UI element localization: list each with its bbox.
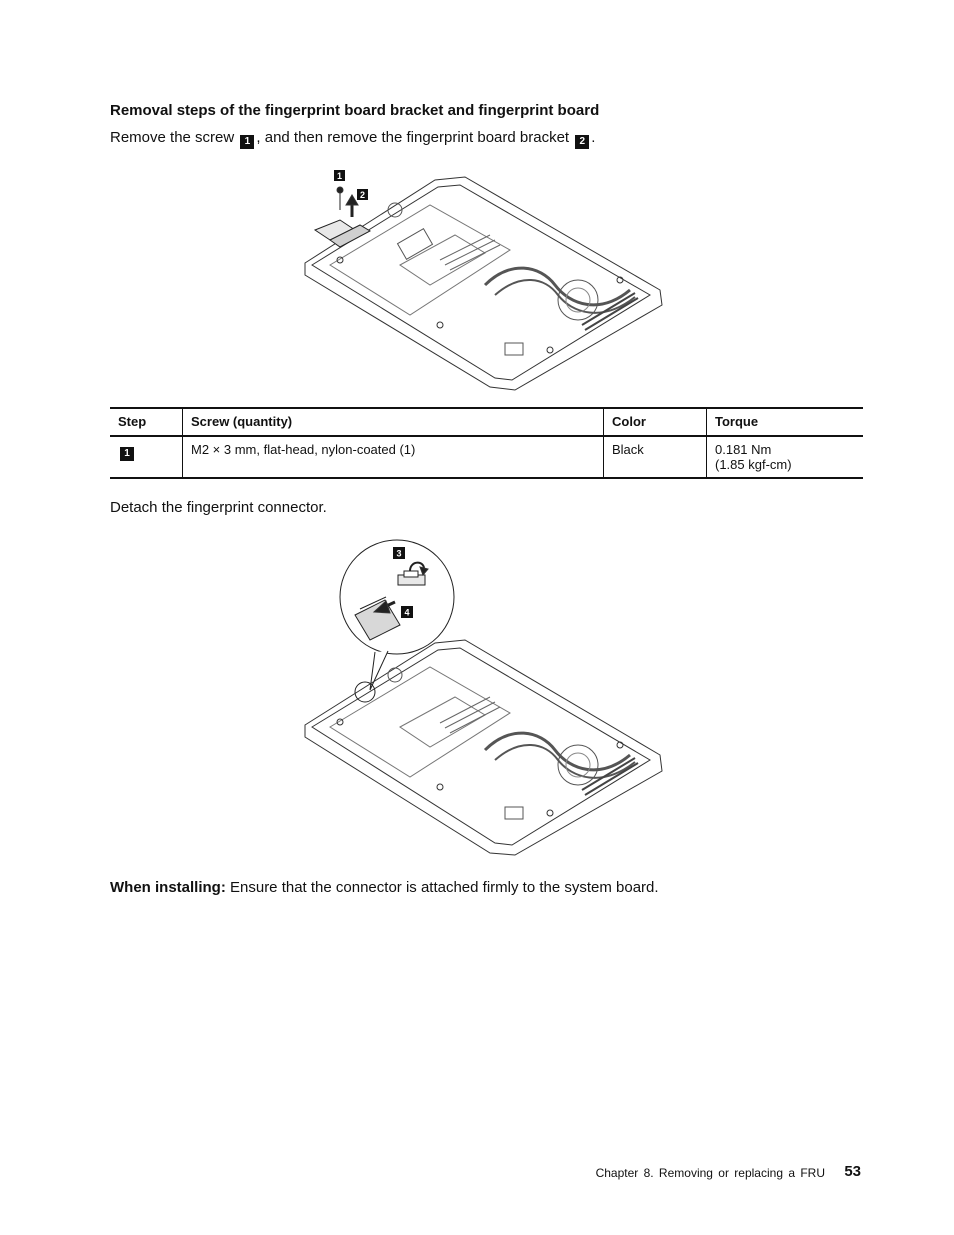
figure1-callout-1: 1: [337, 171, 342, 181]
installing-note: When installing: Ensure that the connect…: [110, 879, 659, 896]
torque-kgf: (1.85 kgf-cm): [715, 457, 792, 472]
section-heading: Removal steps of the fingerprint board b…: [110, 102, 600, 119]
cell-screw: M2 × 3 mm, flat-head, nylon-coated (1): [182, 436, 604, 479]
step-text-part: , and then remove the fingerprint board …: [256, 129, 570, 146]
connector-detach-illustration: 3 4: [304, 539, 663, 856]
cell-torque: 0.181 Nm (1.85 kgf-cm): [706, 436, 863, 479]
callout-badge-1: 1: [240, 135, 255, 149]
bracket-removal-illustration: 1 2: [304, 170, 663, 391]
cell-color: Black: [603, 436, 707, 479]
table-header-row: Step Screw (quantity) Color Torque: [110, 407, 863, 437]
figure1-callout-2: 2: [360, 190, 365, 200]
installing-text: Ensure that the connector is attached fi…: [230, 879, 659, 896]
figure2-callout-3: 3: [396, 549, 401, 559]
screw-spec-table: Step Screw (quantity) Color Torque 1 M2 …: [110, 407, 863, 479]
footer-chapter: Chapter 8. Removing or replacing a FRU: [595, 1166, 825, 1180]
step-detach-connector-text: Detach the fingerprint connector.: [110, 499, 327, 516]
header-torque: Torque: [706, 407, 863, 437]
step-text-part: Remove the screw: [110, 129, 235, 146]
page-number: 53: [844, 1163, 861, 1180]
step-remove-screw-text: Remove the screw 1, and then remove the …: [110, 129, 595, 149]
installing-label: When installing:: [110, 879, 226, 896]
figure2-callout-4: 4: [404, 608, 409, 618]
header-color: Color: [603, 407, 707, 437]
torque-nm: 0.181 Nm: [715, 442, 772, 457]
header-screw: Screw (quantity): [182, 407, 604, 437]
callout-badge-2: 2: [575, 135, 590, 149]
callout-badge-1: 1: [120, 447, 134, 461]
header-step: Step: [110, 407, 183, 437]
step-text-part: .: [591, 129, 596, 146]
table-row: 1 M2 × 3 mm, flat-head, nylon-coated (1)…: [110, 436, 863, 479]
cell-step: 1: [110, 436, 183, 479]
